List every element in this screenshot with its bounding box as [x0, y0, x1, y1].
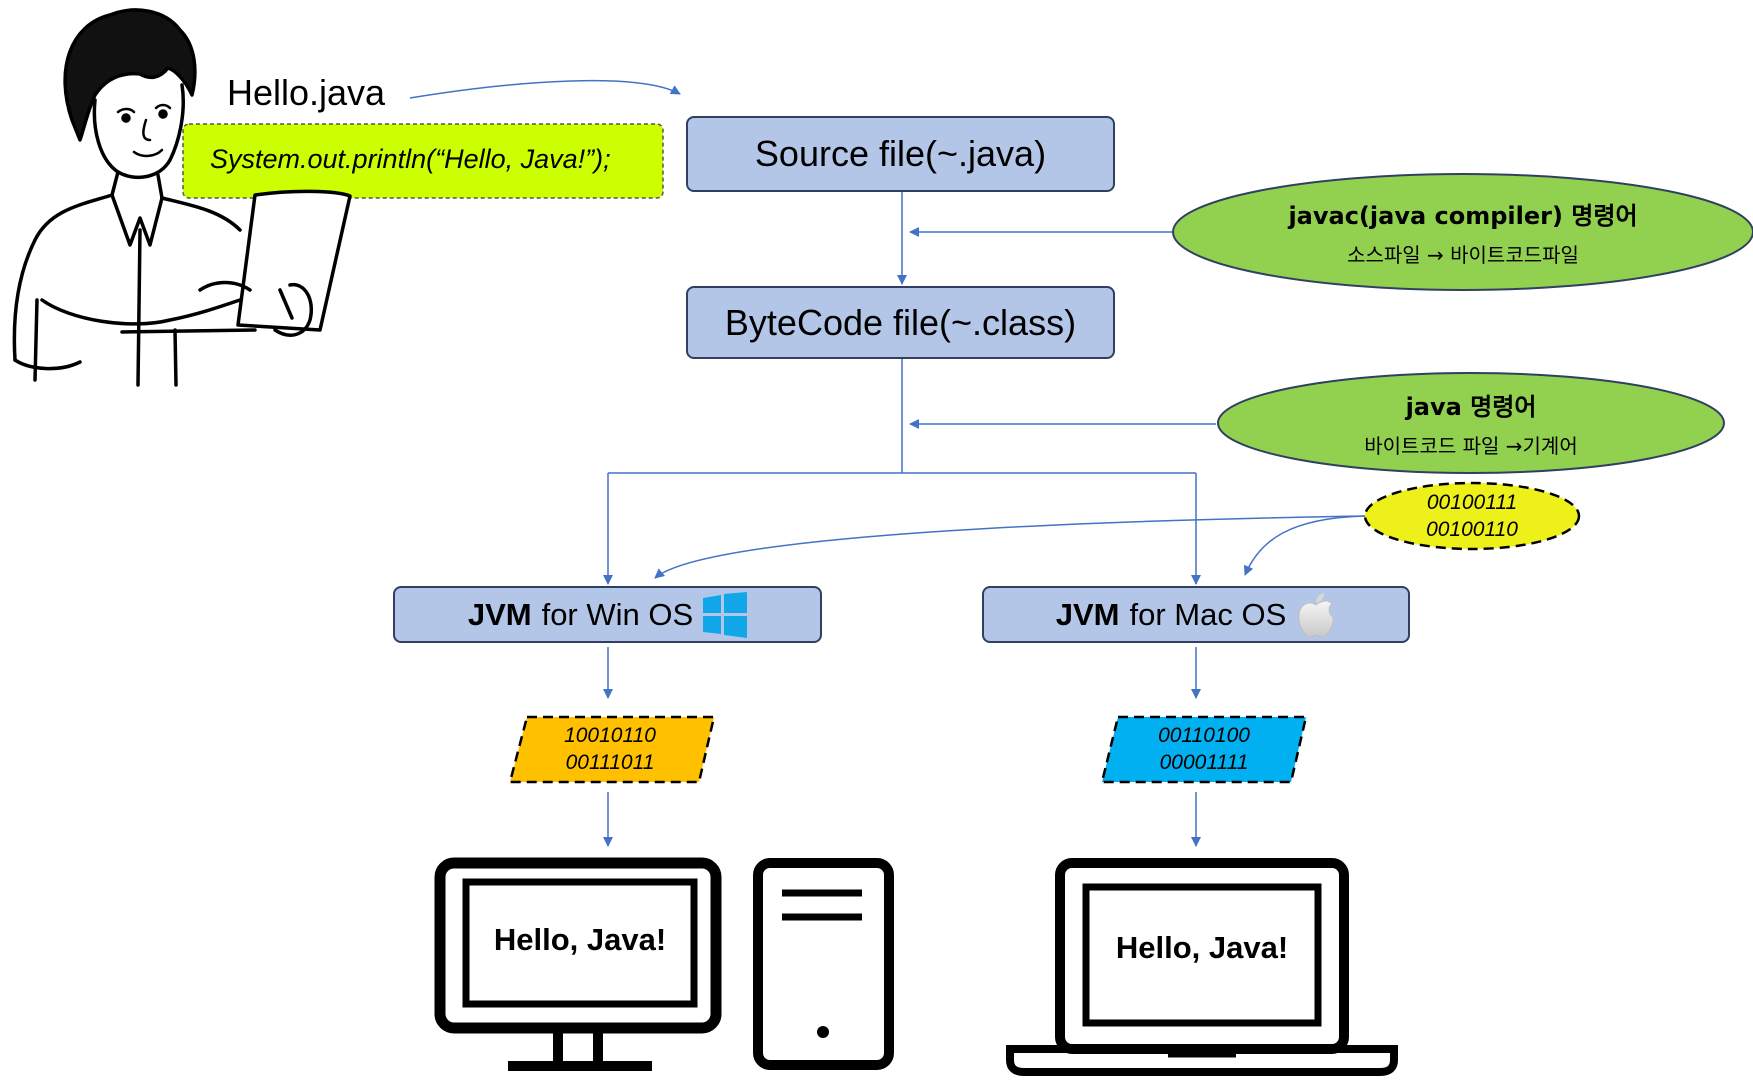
win-screen-text: Hello, Java! — [493, 922, 667, 957]
windows-logo-icon — [703, 591, 748, 638]
mac-machine-code-line-1: 00110100 — [1158, 724, 1250, 747]
bytecode-file-label: ByteCode file(~.class) — [724, 301, 1077, 343]
jvm-mac-box: JVM for Mac OS — [982, 586, 1410, 643]
apple-logo-icon — [1298, 592, 1334, 637]
jvm-win-bold: JVM — [467, 596, 532, 632]
mac-screen-text: Hello, Java! — [1115, 930, 1289, 965]
bytecode-bits-line-1: 00100111 — [1426, 491, 1518, 514]
bytecode-bits-text: 00100111 00100110 — [1402, 489, 1542, 543]
developer-illustration — [12, 8, 352, 387]
win-machine-code-shape — [508, 715, 716, 784]
source-file-label: Source file(~.java) — [754, 133, 1047, 174]
desktop-monitor-icon — [434, 857, 722, 1071]
jvm-win-label: for Win OS — [541, 596, 694, 632]
javac-note-ellipse — [1172, 173, 1753, 291]
java-note: java 명령어 바이트코드 파일 →기계어 — [1218, 378, 1724, 468]
mac-machine-code-text: 00110100 00001111 — [1134, 722, 1274, 776]
file-name-label: Hello.java — [227, 72, 386, 113]
win-machine-code-text: 10010110 00111011 — [540, 722, 680, 776]
bits-to-win-arrow — [654, 515, 1366, 579]
code-line-text: System.out.println(“Hello, Java!”); — [210, 144, 611, 174]
jvm-win-box: JVM for Win OS — [393, 586, 822, 643]
win-machine-code-line-2: 00111011 — [565, 751, 655, 774]
mac-machine-code-shape — [1100, 715, 1308, 784]
javac-note: javac(java compiler) 명령어 소스파일 → 바이트코드파일 — [1173, 180, 1753, 284]
java-note-ellipse — [1217, 372, 1725, 474]
file-to-source-arrow — [409, 79, 681, 99]
jvm-mac-bold: JVM — [1055, 596, 1120, 632]
pc-tower-icon — [753, 858, 894, 1070]
java-note-title: java 명령어 — [1405, 393, 1537, 421]
bytecode-bits-line-2: 00100110 — [1426, 518, 1518, 541]
bytecode-file-box: ByteCode file(~.class) — [686, 286, 1115, 359]
code-bubble — [182, 123, 664, 199]
java-note-subtitle: 바이트코드 파일 →기계어 — [1364, 434, 1578, 458]
source-file-box: Source file(~.java) — [686, 116, 1115, 192]
jvm-mac-label: for Mac OS — [1129, 596, 1287, 632]
bytecode-bits-ellipse — [1363, 481, 1581, 551]
win-machine-code-line-1: 10010110 — [564, 724, 656, 747]
bits-to-mac-arrow — [1243, 515, 1366, 576]
javac-note-subtitle: 소스파일 → 바이트코드파일 — [1347, 243, 1579, 267]
laptop-icon — [1006, 858, 1398, 1076]
javac-note-title: javac(java compiler) 명령어 — [1288, 202, 1638, 230]
mac-machine-code-line-2: 00001111 — [1159, 751, 1249, 774]
